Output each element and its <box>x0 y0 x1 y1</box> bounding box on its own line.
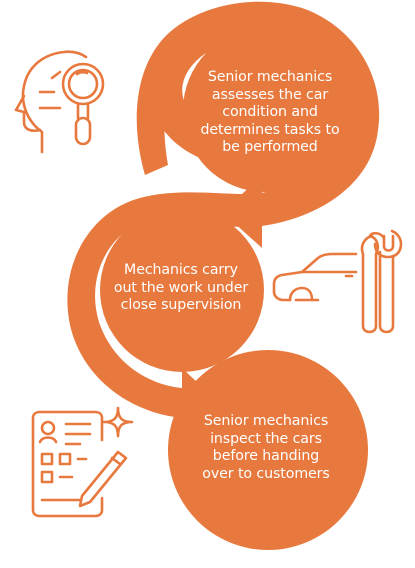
step-1-description: Senior mechanics assesses the car condit… <box>181 69 359 157</box>
step-3-description: Senior mechanics inspect the cars before… <box>186 413 346 483</box>
checklist-pen-icon <box>33 408 132 516</box>
head-magnifier-icon <box>16 52 103 152</box>
step-2-description: Mechanics carry out the work under close… <box>103 262 259 315</box>
car-wrench-icon <box>274 231 401 332</box>
